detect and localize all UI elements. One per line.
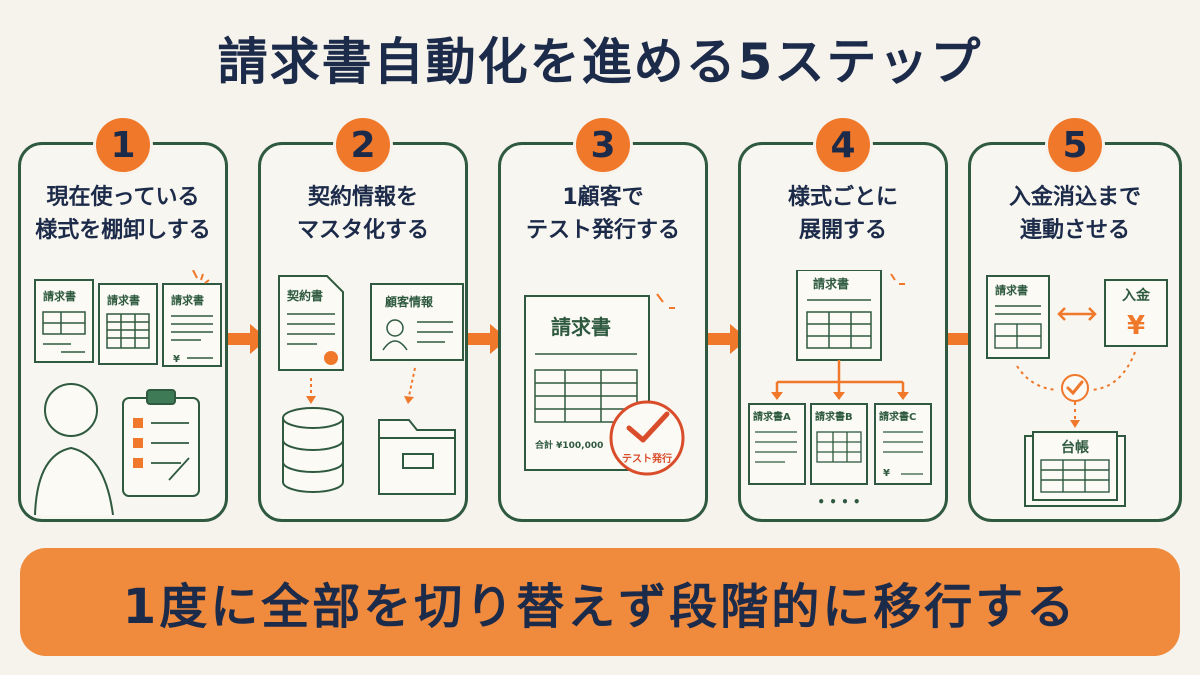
stamp-text: テスト発行 xyxy=(622,452,672,465)
page-title: 請求書自動化を進める5ステップ xyxy=(217,33,983,91)
contract-doc-icon xyxy=(278,275,344,371)
invoice-variant-icon xyxy=(874,403,932,485)
payment-card-icon xyxy=(1104,279,1168,347)
more-ellipsis: • • • • xyxy=(817,495,860,509)
total-amount: 合計 ¥100,000 xyxy=(535,439,603,451)
step-card-4: 4 様式ごとに 展開する 請求書 請求書A 請求書B 請求書C ¥ • • • … xyxy=(738,115,948,522)
folder-icon xyxy=(378,419,456,495)
invoice-variant-icon xyxy=(810,403,868,485)
ledger-label: 台帳 xyxy=(1061,439,1089,456)
variant-title: 請求書A xyxy=(753,410,791,423)
invoice-doc-icon xyxy=(98,283,158,365)
step-card-3: 3 1顧客で テスト発行する 請求書 合計 ¥100,000 テスト発行 xyxy=(498,115,708,522)
inventory-illustration: 請求書 請求書 請求書 ¥ xyxy=(34,270,222,515)
invoice-variant-icon xyxy=(748,403,806,485)
step-label: 様式ごとに 展開する xyxy=(787,185,898,243)
invoice-doc-icon xyxy=(162,283,222,367)
step-label: 契約情報を マスタ化する xyxy=(296,185,429,243)
step-label: 1顧客で テスト発行する xyxy=(525,185,680,243)
step-number-badge: 1 xyxy=(93,115,153,175)
doc-title: 顧客情報 xyxy=(385,294,434,309)
step-card-5: 5 入金消込まで 連動させる 請求書 入金 ¥ 台帳 xyxy=(968,115,1182,522)
invoice-doc-icon xyxy=(986,275,1050,359)
payment-label: 入金 xyxy=(1122,287,1151,304)
doc-title: 請求書 xyxy=(551,315,611,339)
doc-title: 契約書 xyxy=(286,288,323,303)
step-number-badge: 5 xyxy=(1045,115,1105,175)
check-icon xyxy=(626,411,670,443)
reconciliation-illustration: 請求書 入金 ¥ 台帳 xyxy=(986,275,1168,507)
step-card-1: 1 現在使っている 様式を棚卸しする 請求書 請求書 請求書 ¥ xyxy=(18,115,228,522)
check-icon xyxy=(1066,380,1084,396)
step-label: 現在使っている 様式を棚卸しする xyxy=(35,185,211,243)
invoice-doc-icon xyxy=(796,270,882,361)
step-number-badge: 2 xyxy=(333,115,393,175)
database-icon xyxy=(282,407,344,493)
variant-title: 請求書C xyxy=(879,410,916,423)
ledger-book-icon xyxy=(1024,431,1126,507)
doc-title: 請求書 xyxy=(813,276,849,291)
person-head-icon xyxy=(44,383,98,437)
yen-mark: ¥ xyxy=(883,468,890,479)
doc-title: 請求書 xyxy=(995,283,1028,297)
variant-title: 請求書B xyxy=(815,410,853,423)
sync-arrows-icon xyxy=(1057,307,1097,321)
doc-title: 請求書 xyxy=(171,293,204,307)
master-data-illustration: 契約書 顧客情報 xyxy=(278,275,464,495)
yen-icon: ¥ xyxy=(1127,311,1145,341)
doc-title: 請求書 xyxy=(43,289,76,303)
step-number-badge: 3 xyxy=(573,115,633,175)
step-card-2: 2 契約情報を マスタ化する 契約書 顧客情報 xyxy=(258,115,468,522)
rollout-illustration: 請求書 請求書A 請求書B 請求書C ¥ • • • • xyxy=(748,270,932,509)
step-label: 入金消込まで 連動させる xyxy=(1008,185,1141,243)
test-issue-illustration: 請求書 合計 ¥100,000 テスト発行 xyxy=(524,293,685,476)
yen-mark: ¥ xyxy=(173,354,180,365)
step-number-badge: 4 xyxy=(813,115,873,175)
doc-title: 請求書 xyxy=(107,293,140,307)
invoice-doc-icon xyxy=(34,279,94,363)
summary-banner: 1度に全部を切り替えず段階的に移行する xyxy=(20,548,1180,656)
